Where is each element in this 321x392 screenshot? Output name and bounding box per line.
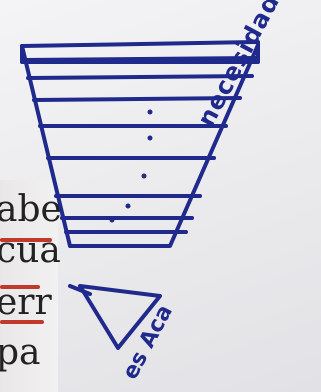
photo: abe cua err pa	[0, 0, 321, 392]
